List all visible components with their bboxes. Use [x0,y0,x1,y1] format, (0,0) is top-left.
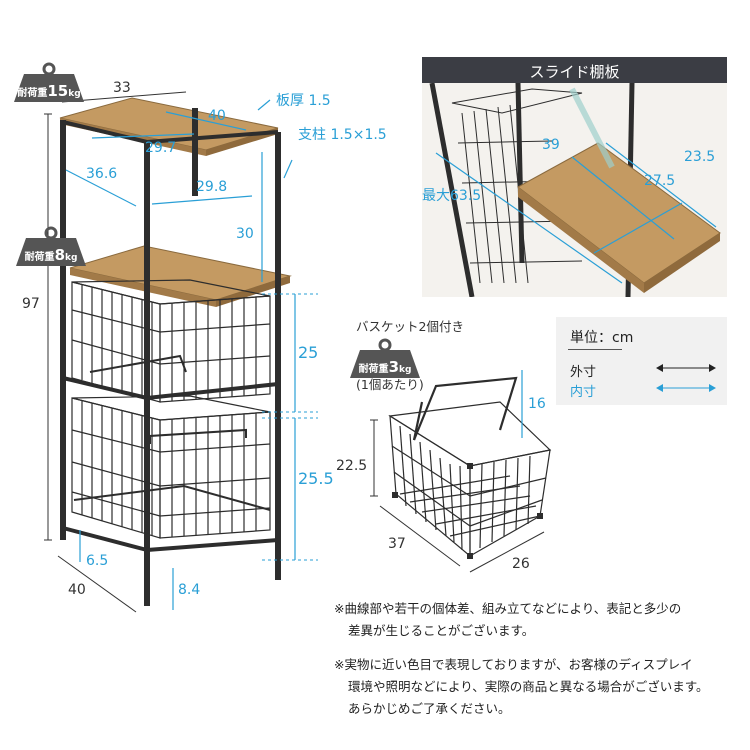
slide-shelf-illustration [429,83,721,297]
slide-shelf-title: スライド棚板 [529,63,620,81]
note-2-line-1: ※実物に近い色目で表現しておりますが、お客様のディスプレイ [334,657,693,672]
weight-label: 耐荷重 [24,252,55,263]
note-2-line-2: 環境や照明などにより、実際の商品と異なる場合がございます。 [348,679,709,694]
rack-board-thickness: 板厚 1.5 [276,93,331,109]
rack-illustration [44,91,318,613]
weight-icon [16,226,86,266]
rack-foot-height-left: 6.5 [86,553,109,569]
legend-unit: 単位：cm [570,330,634,346]
legend-inner-label: 内寸 [570,385,597,400]
weight-badge-basket: 耐荷重3kg [350,338,420,384]
slide-dim-27-5: 27.5 [644,173,676,189]
rack-width-top: 33 [113,80,131,96]
weight-unit: kg [68,89,81,99]
basket-handle-height: 16 [528,396,546,412]
note-1-line-1: ※曲線部や若干の個体差、組み立てなどにより、表記と多少の [334,601,682,616]
slide-shelf-header: スライド棚板 [422,57,727,83]
note-1-line-2: 差異が生じることがございます。 [348,623,535,638]
rack-total-height: 97 [22,296,40,312]
weight-label: 耐荷重 [358,364,389,375]
unit-legend: 単位：cm 外寸 内寸 [556,317,727,405]
basket-depth: 37 [388,536,406,552]
rack-basket-space-lower: 25.5 [298,469,334,488]
basket-per-unit: (1個あたり) [356,377,424,392]
slide-dim-23-5: 23.5 [684,149,716,165]
rack-base-depth: 40 [68,582,86,598]
weight-badge-top: 耐荷重15kg [14,62,84,108]
basket-width: 26 [512,556,530,572]
rack-post-size: 支柱 1.5×1.5 [298,127,387,143]
legend-divider [568,349,622,350]
rack-inner-depth: 36.6 [86,166,118,182]
slide-shelf-panel: スライド棚板 39 23.5 27.5 最大63.5 [422,57,727,297]
weight-number: 3 [388,358,399,376]
weight-icon [14,62,84,102]
basket-title: バスケット2個付き [356,319,464,334]
rack-shelf-gap: 30 [236,226,254,242]
weight-unit: kg [399,365,412,375]
rack-inner-width-mid: 29.8 [196,179,228,195]
rack-inner-width: 29.7 [145,140,177,156]
weight-number: 8 [54,246,65,264]
weight-badge-middle: 耐荷重8kg [16,226,86,272]
rack-basket-space-upper: 25 [298,343,319,362]
note-2-line-3: あらかじめご了承ください。 [348,701,511,716]
rack-foot-height-right: 8.4 [178,582,201,598]
basket-illustration [370,370,552,573]
legend-outer-arrow-icon [656,364,716,372]
weight-label: 耐荷重 [17,88,48,99]
basket-height: 22.5 [336,458,368,474]
weight-number: 15 [47,82,69,100]
weight-icon [350,338,420,378]
legend-outer-label: 外寸 [570,365,597,380]
rack-depth-top: 40 [208,108,226,124]
slide-dim-39: 39 [542,137,560,153]
slide-dim-max: 最大63.5 [422,188,482,204]
legend-inner-arrow-icon [656,384,716,392]
weight-unit: kg [65,253,78,263]
